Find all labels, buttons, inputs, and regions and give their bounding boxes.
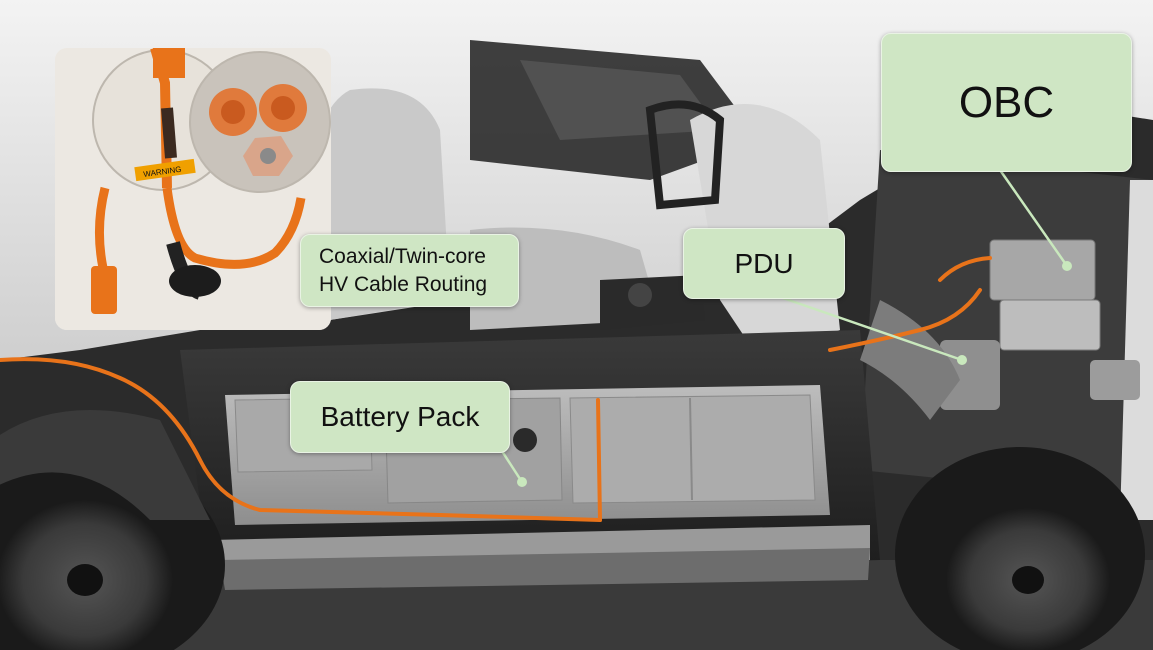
hv-cable-callout: Coaxial/Twin-core HV Cable Routing	[300, 234, 519, 307]
obc-callout: OBC	[881, 33, 1132, 172]
hv-cable-label-line2: HV Cable Routing	[319, 272, 488, 296]
rear-wheel	[0, 410, 225, 650]
hv-cable-label-line1: Coaxial/Twin-core	[319, 244, 486, 268]
pdu-label: PDU	[734, 247, 794, 279]
battery-pack-callout: Battery Pack	[290, 381, 510, 453]
hv-cable-routing	[0, 256, 992, 522]
pdu-callout: PDU	[683, 228, 845, 299]
battery-pack-label: Battery Pack	[320, 401, 480, 432]
leader-lines	[498, 169, 1069, 483]
hv-cable-inset-panel: WARNING	[55, 48, 331, 330]
leader-anchor-dots	[517, 261, 1072, 487]
engine-bay	[860, 239, 1140, 420]
obc-label: OBC	[958, 77, 1055, 127]
hv-cable-inset-illustration: WARNING	[55, 48, 331, 330]
front-wheel	[895, 447, 1145, 650]
